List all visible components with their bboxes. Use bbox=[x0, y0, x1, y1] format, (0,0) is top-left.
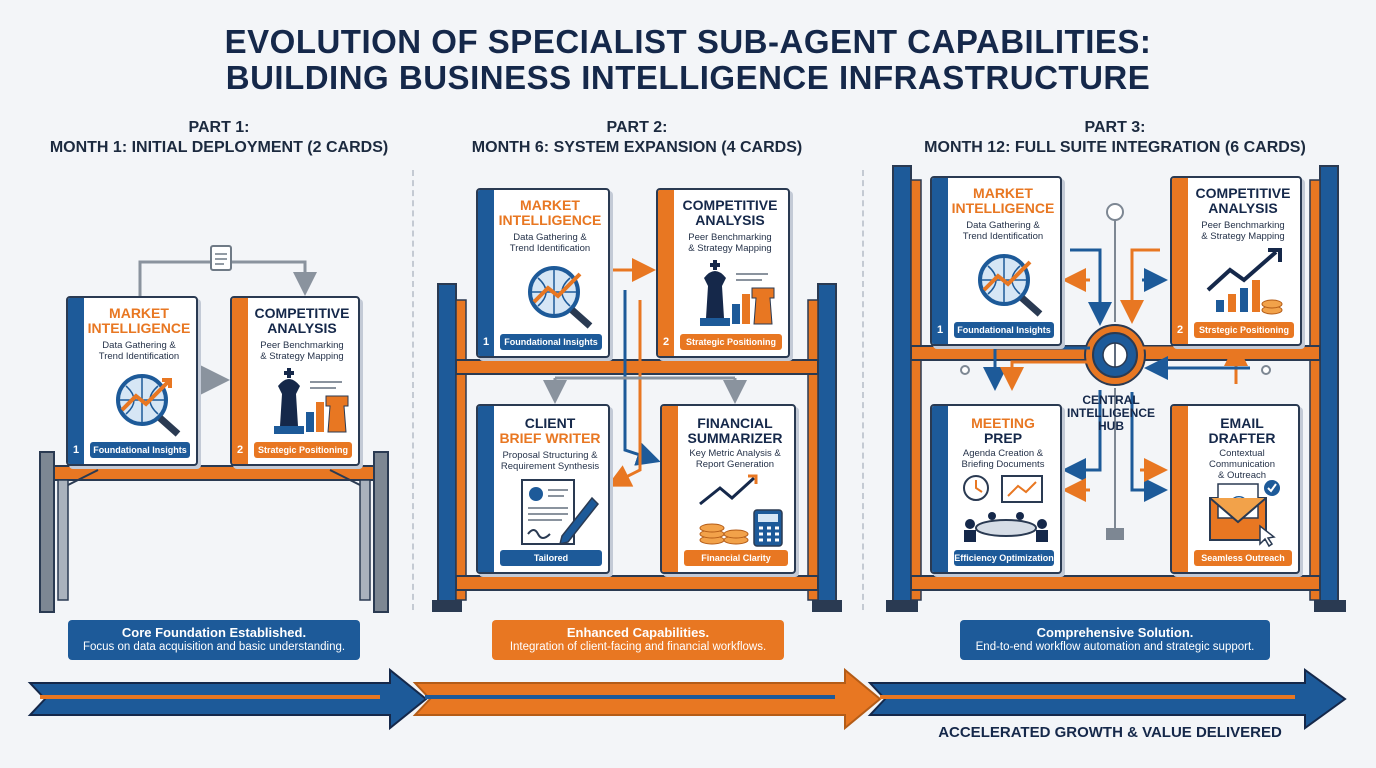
part-2-rack bbox=[432, 258, 842, 612]
gear-brain-icon bbox=[1084, 324, 1146, 386]
card-subtitle: Key Metric Analysis & Report Generation bbox=[689, 448, 781, 470]
document-icon bbox=[210, 245, 232, 271]
part-2-label: PART 2: bbox=[606, 119, 668, 136]
part-3-subtitle: MONTH 12: FULL SUITE INTEGRATION (6 CARD… bbox=[924, 139, 1306, 156]
card-subtitle: Peer Benchmarking & Strategy Mapping bbox=[260, 340, 344, 362]
p2-card-client-brief-writer[interactable]: CLIENT BRIEF WRITER Proposal Structuring… bbox=[476, 404, 610, 574]
divider-2 bbox=[862, 170, 864, 610]
card-subtitle: Peer Benchmarking & Strategy Mapping bbox=[688, 232, 772, 254]
card-title: MARKET INTELLIGENCE bbox=[87, 305, 191, 336]
part-3-rack bbox=[886, 165, 1346, 612]
card-subtitle: Peer Benchmarking & Strategy Mapping bbox=[1201, 220, 1285, 242]
card-title: COMPETITIVE ANALYSIS bbox=[682, 197, 778, 228]
card-title: MEETING PREP bbox=[971, 415, 1035, 446]
p3-card-meeting-prep[interactable]: MEETING PREP Agenda Creation & Briefing … bbox=[930, 404, 1062, 574]
card-subtitle: Data Gathering & Trend Identification bbox=[962, 220, 1044, 242]
p3-card-email-drafter[interactable]: EMAIL DRAFTER Contextual Communication &… bbox=[1170, 404, 1300, 574]
p1-card-market-intelligence[interactable]: 1 MARKET INTELLIGENCE Data Gathering & T… bbox=[66, 296, 198, 466]
card-footer: Foundational Insights bbox=[954, 322, 1054, 338]
growth-chart-icon bbox=[1206, 248, 1283, 315]
envelope-icon: @ bbox=[1209, 480, 1280, 548]
card-title: COMPETITIVE ANALYSIS bbox=[254, 305, 350, 336]
part-1-header: PART 1: MONTH 1: INITIAL DEPLOYMENT (2 C… bbox=[0, 118, 439, 158]
part-1-table bbox=[39, 245, 389, 613]
p2-card-market-intelligence[interactable]: 1 MARKET INTELLIGENCE Data Gathering & T… bbox=[476, 188, 610, 358]
p2-card-competitive-analysis[interactable]: 2 COMPETITIVE ANALYSIS Peer Benchmarking… bbox=[656, 188, 790, 358]
globe-magnifier-icon bbox=[528, 266, 593, 329]
card-footer: Seamless Outreach bbox=[1194, 550, 1292, 566]
part-3-summary: Comprehensive Solution. End-to-end workf… bbox=[960, 620, 1270, 660]
part-1-summary: Core Foundation Established. Focus on da… bbox=[68, 620, 360, 660]
p2-card-financial-summarizer[interactable]: FINANCIAL SUMMARIZER Key Metric Analysis… bbox=[660, 404, 796, 574]
card-number: 1 bbox=[72, 444, 80, 456]
card-footer: Strategic Positioning bbox=[254, 442, 352, 458]
card-title: EMAIL DRAFTER bbox=[1208, 415, 1276, 446]
p3-card-competitive-analysis[interactable]: 2 COMPETITIVE ANALYSIS Peer Benchmarking… bbox=[1170, 176, 1302, 346]
card-footer: Strstegic Positioning bbox=[1194, 322, 1294, 338]
part-2-summary: Enhanced Capabilities. Integration of cl… bbox=[492, 620, 784, 660]
globe-magnifier-icon bbox=[116, 374, 181, 437]
card-number: 2 bbox=[662, 336, 670, 348]
card-number: 2 bbox=[236, 444, 244, 456]
card-subtitle: Contextual Communication & Outreach bbox=[1209, 448, 1275, 481]
chess-pieces-icon bbox=[700, 260, 775, 326]
card-subtitle: Proposal Structuring & Requirement Synth… bbox=[500, 450, 600, 472]
progress-arrows bbox=[27, 667, 1347, 731]
coins-calculator-icon bbox=[699, 474, 783, 547]
card-title: FINANCIAL SUMMARIZER bbox=[687, 415, 783, 446]
card-subtitle: Agenda Creation & Briefing Documents bbox=[961, 448, 1045, 470]
part-1-label: PART 1: bbox=[188, 119, 250, 136]
title-line-2: BUILDING BUSINESS INTELLIGENCE INFRASTRU… bbox=[225, 59, 1151, 96]
card-title: COMPETITIVE ANALYSIS bbox=[1195, 185, 1291, 216]
part-3-header: PART 3: MONTH 12: FULL SUITE INTEGRATION… bbox=[895, 118, 1335, 158]
title-line-1: EVOLUTION OF SPECIALIST SUB-AGENT CAPABI… bbox=[224, 23, 1152, 60]
main-title: EVOLUTION OF SPECIALIST SUB-AGENT CAPABI… bbox=[0, 24, 1376, 96]
globe-magnifier-icon bbox=[978, 254, 1043, 317]
divider-1 bbox=[412, 170, 414, 610]
card-footer: Foundational Insights bbox=[500, 334, 602, 350]
document-pen-icon bbox=[521, 479, 600, 546]
card-footer: Foundational Insights bbox=[90, 442, 190, 458]
card-subtitle: Data Gathering & Trend Identification bbox=[98, 340, 180, 362]
chess-pieces-icon bbox=[274, 368, 349, 434]
card-subtitle: Data Gathering & Trend Identification bbox=[509, 232, 591, 254]
card-footer: Tailored Communication bbox=[500, 550, 602, 572]
p1-card-competitive-analysis[interactable]: 2 COMPETITIVE ANALYSIS Peer Benchmarking… bbox=[230, 296, 360, 466]
card-footer: Efficiency Optimization bbox=[954, 550, 1054, 566]
part-1-subtitle: MONTH 1: INITIAL DEPLOYMENT (2 CARDS) bbox=[49, 139, 389, 156]
part-2-subtitle: MONTH 6: SYSTEM EXPANSION (4 CARDS) bbox=[471, 139, 803, 156]
p3-card-market-intelligence[interactable]: 1 MARKET INTELLIGENCE Data Gathering & T… bbox=[930, 176, 1062, 346]
card-title: CLIENT BRIEF WRITER bbox=[499, 415, 601, 446]
card-number: 2 bbox=[1176, 324, 1184, 336]
meeting-table-icon bbox=[963, 475, 1048, 542]
card-title: MARKET INTELLIGENCE bbox=[951, 185, 1055, 216]
growth-label: ACCELERATED GROWTH & VALUE DELIVERED bbox=[938, 724, 1282, 741]
card-number: 1 bbox=[482, 336, 490, 348]
part-3-label: PART 3: bbox=[1084, 119, 1146, 136]
part-2-header: PART 2: MONTH 6: SYSTEM EXPANSION (4 CAR… bbox=[417, 118, 857, 158]
card-title: MARKET INTELLIGENCE bbox=[498, 197, 602, 228]
card-footer: Financial Clarity bbox=[684, 550, 788, 566]
central-intelligence-hub-label: CENTRAL INTELLIGENCE HUB bbox=[1066, 393, 1155, 433]
card-number: 1 bbox=[936, 324, 944, 336]
card-footer: Strategic Positioning bbox=[680, 334, 782, 350]
